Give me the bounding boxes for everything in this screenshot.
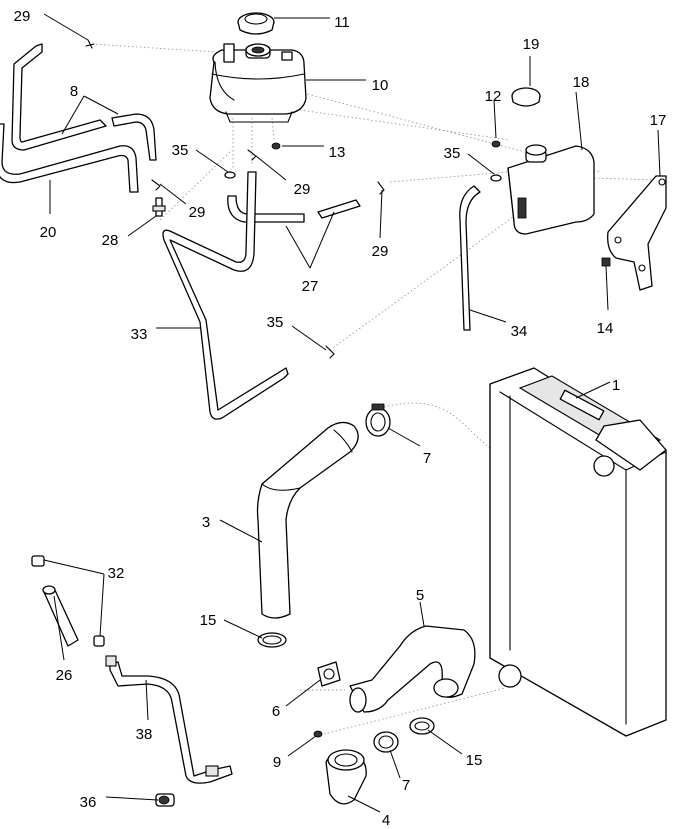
callout-29: 29 [189,204,206,221]
part-34-hose [459,185,481,331]
callout-5: 5 [416,587,424,604]
part-4-elbow [325,749,367,805]
part-35-clip-c [325,345,335,359]
part-35-clip-b [490,174,502,182]
callout-14: 14 [597,320,614,337]
callout-18: 18 [573,74,590,91]
part-6-flange [317,661,341,687]
callout-20: 20 [40,224,57,241]
callout-36: 36 [80,794,97,811]
part-5-lower-hose [349,625,476,713]
part-7-clamp-upper [365,403,391,437]
part-32-fitting-top [31,555,45,567]
part-7-clamp-lower [373,731,399,753]
callout-15: 15 [466,752,483,769]
part-10-expansion-tank [209,43,307,123]
part-8-hose [11,43,157,161]
callout-26: 26 [56,667,73,684]
callout-7: 7 [423,450,431,467]
part-12-bolt [491,140,501,148]
callout-6: 6 [272,703,280,720]
callout-7: 7 [402,777,410,794]
part-17-bracket [607,175,667,291]
alignment-lines [91,43,661,736]
callout-4: 4 [382,812,390,829]
part-32-fitting-bottom [93,635,105,647]
part-28-fitting [152,197,166,217]
callout-35: 35 [267,314,284,331]
callout-1: 1 [612,377,620,394]
part-29-clip-top [85,39,95,49]
part-35-clip-a [224,171,236,179]
part-29-clip-right [377,181,385,195]
callout-27: 27 [302,278,319,295]
callout-3: 3 [202,514,210,531]
callout-11: 11 [334,14,350,31]
part-33-hose [162,171,289,420]
callout-33: 33 [131,326,148,343]
callout-29: 29 [14,8,31,25]
part-11-tank-cap [237,12,275,35]
callout-15: 15 [200,612,217,629]
callout-10: 10 [372,77,389,94]
callout-38: 38 [136,726,153,743]
callout-35: 35 [172,142,189,159]
callout-28: 28 [102,232,119,249]
leader-lines [43,13,661,813]
callout-19: 19 [523,36,540,53]
part-9-bolt [313,730,323,738]
callout-8: 8 [70,83,78,100]
callout-9: 9 [273,754,281,771]
callout-34: 34 [511,323,528,340]
part-1-radiator [489,367,667,737]
callout-17: 17 [650,112,667,129]
callout-13: 13 [329,144,346,161]
part-20-hose [0,123,139,193]
part-13-bolt [271,142,281,150]
callout-35: 35 [444,145,461,162]
part-36-fitting [155,793,175,807]
callout-32: 32 [108,565,125,582]
part-29-clip-mid [151,179,161,191]
part-18-reservoir [507,144,595,235]
part-19-reservoir-cap [511,87,541,107]
callout-29: 29 [294,181,311,198]
part-38-pipe [105,655,233,784]
part-14-bolt [601,257,611,267]
part-15-clamp-upper [257,632,287,648]
callout-12: 12 [485,88,502,105]
callout-29: 29 [372,243,389,260]
part-26-sleeve [42,585,79,647]
part-3-upper-hose [256,421,359,619]
